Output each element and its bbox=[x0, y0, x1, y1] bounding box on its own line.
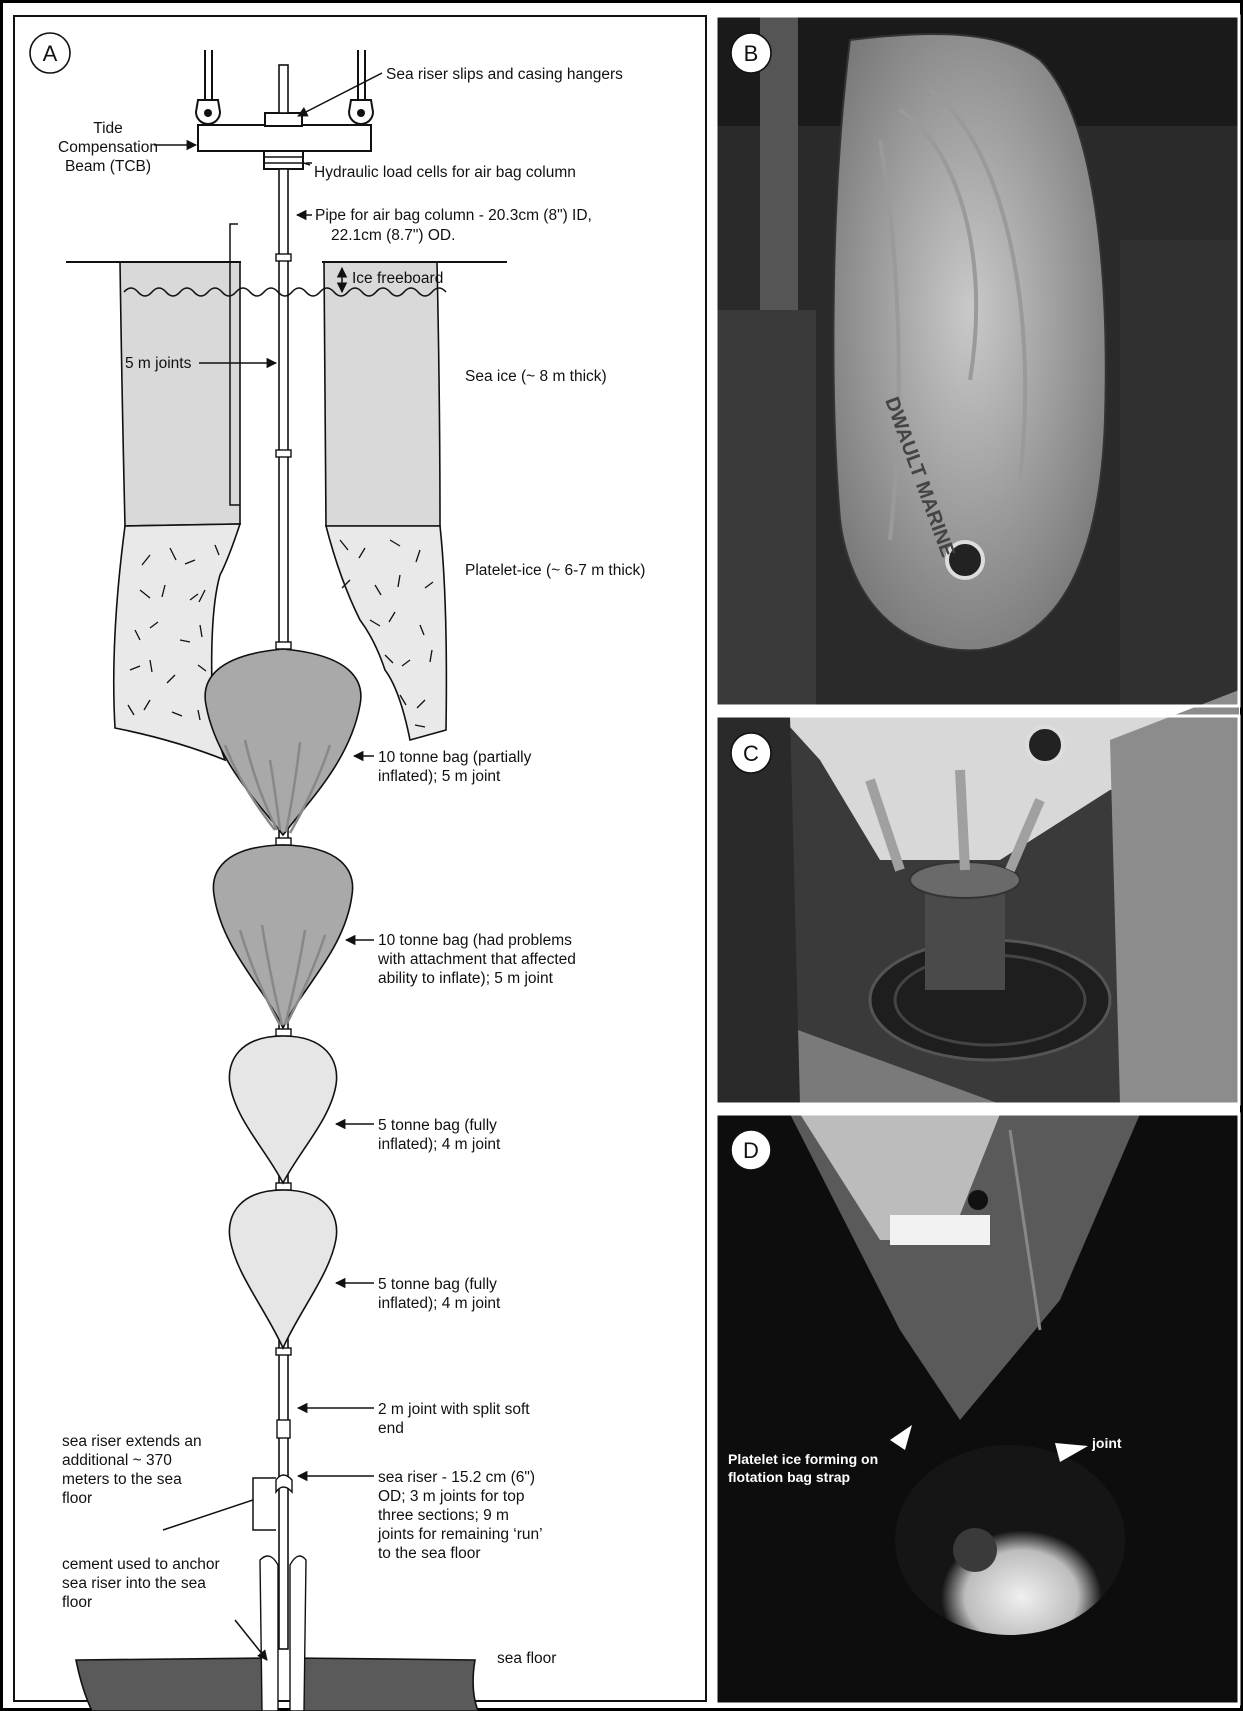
label-cement-line3: floor bbox=[62, 1594, 92, 1611]
label-bag1-line1: 10 tonne bag (partially bbox=[378, 749, 532, 766]
panel-c-letter: C bbox=[743, 741, 759, 766]
panel-d-letter: D bbox=[743, 1138, 759, 1163]
panel-a: A bbox=[14, 16, 706, 1711]
panel-c-photo: C bbox=[716, 690, 1239, 1104]
label-load-cells: Hydraulic load cells for air bag column bbox=[314, 164, 576, 181]
label-riser-line2: OD; 3 m joints for top bbox=[378, 1488, 524, 1505]
label-riser-line3: three sections; 9 m bbox=[378, 1507, 509, 1524]
label-platelet-ice: Platelet-ice (~ 6-7 m thick) bbox=[465, 562, 645, 579]
label-slips: Sea riser slips and casing hangers bbox=[386, 66, 623, 83]
label-tcb-line1: Tide bbox=[93, 120, 123, 137]
label-bag4-line1: 5 tonne bag (fully bbox=[378, 1276, 497, 1293]
label-riser-line5: to the sea floor bbox=[378, 1545, 481, 1562]
label-2m-joint-line1: 2 m joint with split soft bbox=[378, 1401, 530, 1418]
photo-d-platelet-line1: Platelet ice forming on bbox=[728, 1451, 878, 1467]
label-bag3-line1: 5 tonne bag (fully bbox=[378, 1117, 497, 1134]
label-sea-ice: Sea ice (~ 8 m thick) bbox=[465, 368, 607, 385]
label-riser-extends-line4: floor bbox=[62, 1490, 92, 1507]
label-riser-extends-line3: meters to the sea bbox=[62, 1471, 182, 1488]
label-riser-line1: sea riser - 15.2 cm (6") bbox=[378, 1469, 535, 1486]
label-cement-line2: sea riser into the sea bbox=[62, 1575, 206, 1592]
photo-d-joint-label: joint bbox=[1091, 1435, 1122, 1451]
label-pipe-line2: 22.1cm (8.7") OD. bbox=[331, 227, 455, 244]
photo-d-platelet-line2: flotation bag strap bbox=[728, 1469, 850, 1485]
label-ice-freeboard: Ice freeboard bbox=[352, 270, 443, 287]
label-bag2-line3: ability to inflate); 5 m joint bbox=[378, 970, 554, 987]
label-riser-line4: joints for remaining ‘run’ bbox=[377, 1526, 543, 1543]
label-cement-line1: cement used to anchor bbox=[62, 1556, 220, 1573]
panel-b-letter: B bbox=[744, 41, 759, 66]
label-bag4-line2: inflated); 4 m joint bbox=[378, 1295, 501, 1312]
label-sea-floor: sea floor bbox=[497, 1650, 556, 1667]
label-riser-extends-line1: sea riser extends an bbox=[62, 1433, 202, 1450]
panel-b-photo: DWAULT MARINE B bbox=[716, 16, 1239, 706]
label-bag2-line2: with attachment that affected bbox=[377, 951, 576, 968]
label-pipe-line1: Pipe for air bag column - 20.3cm (8") ID… bbox=[315, 207, 592, 224]
label-bag2-line1: 10 tonne bag (had problems bbox=[378, 932, 572, 949]
label-2m-joint-line2: end bbox=[378, 1420, 404, 1437]
label-bag3-line2: inflated); 4 m joint bbox=[378, 1136, 501, 1153]
label-riser-extends-line2: additional ~ 370 bbox=[62, 1452, 172, 1469]
panel-d-photo: Platelet ice forming on flotation bag st… bbox=[716, 1114, 1239, 1704]
label-5m-joints: 5 m joints bbox=[125, 355, 192, 372]
label-tcb-line2: Compensation bbox=[58, 139, 158, 156]
panel-a-letter: A bbox=[43, 41, 58, 66]
label-bag1-line2: inflated); 5 m joint bbox=[378, 768, 501, 785]
label-tcb-line3: Beam (TCB) bbox=[65, 158, 151, 175]
